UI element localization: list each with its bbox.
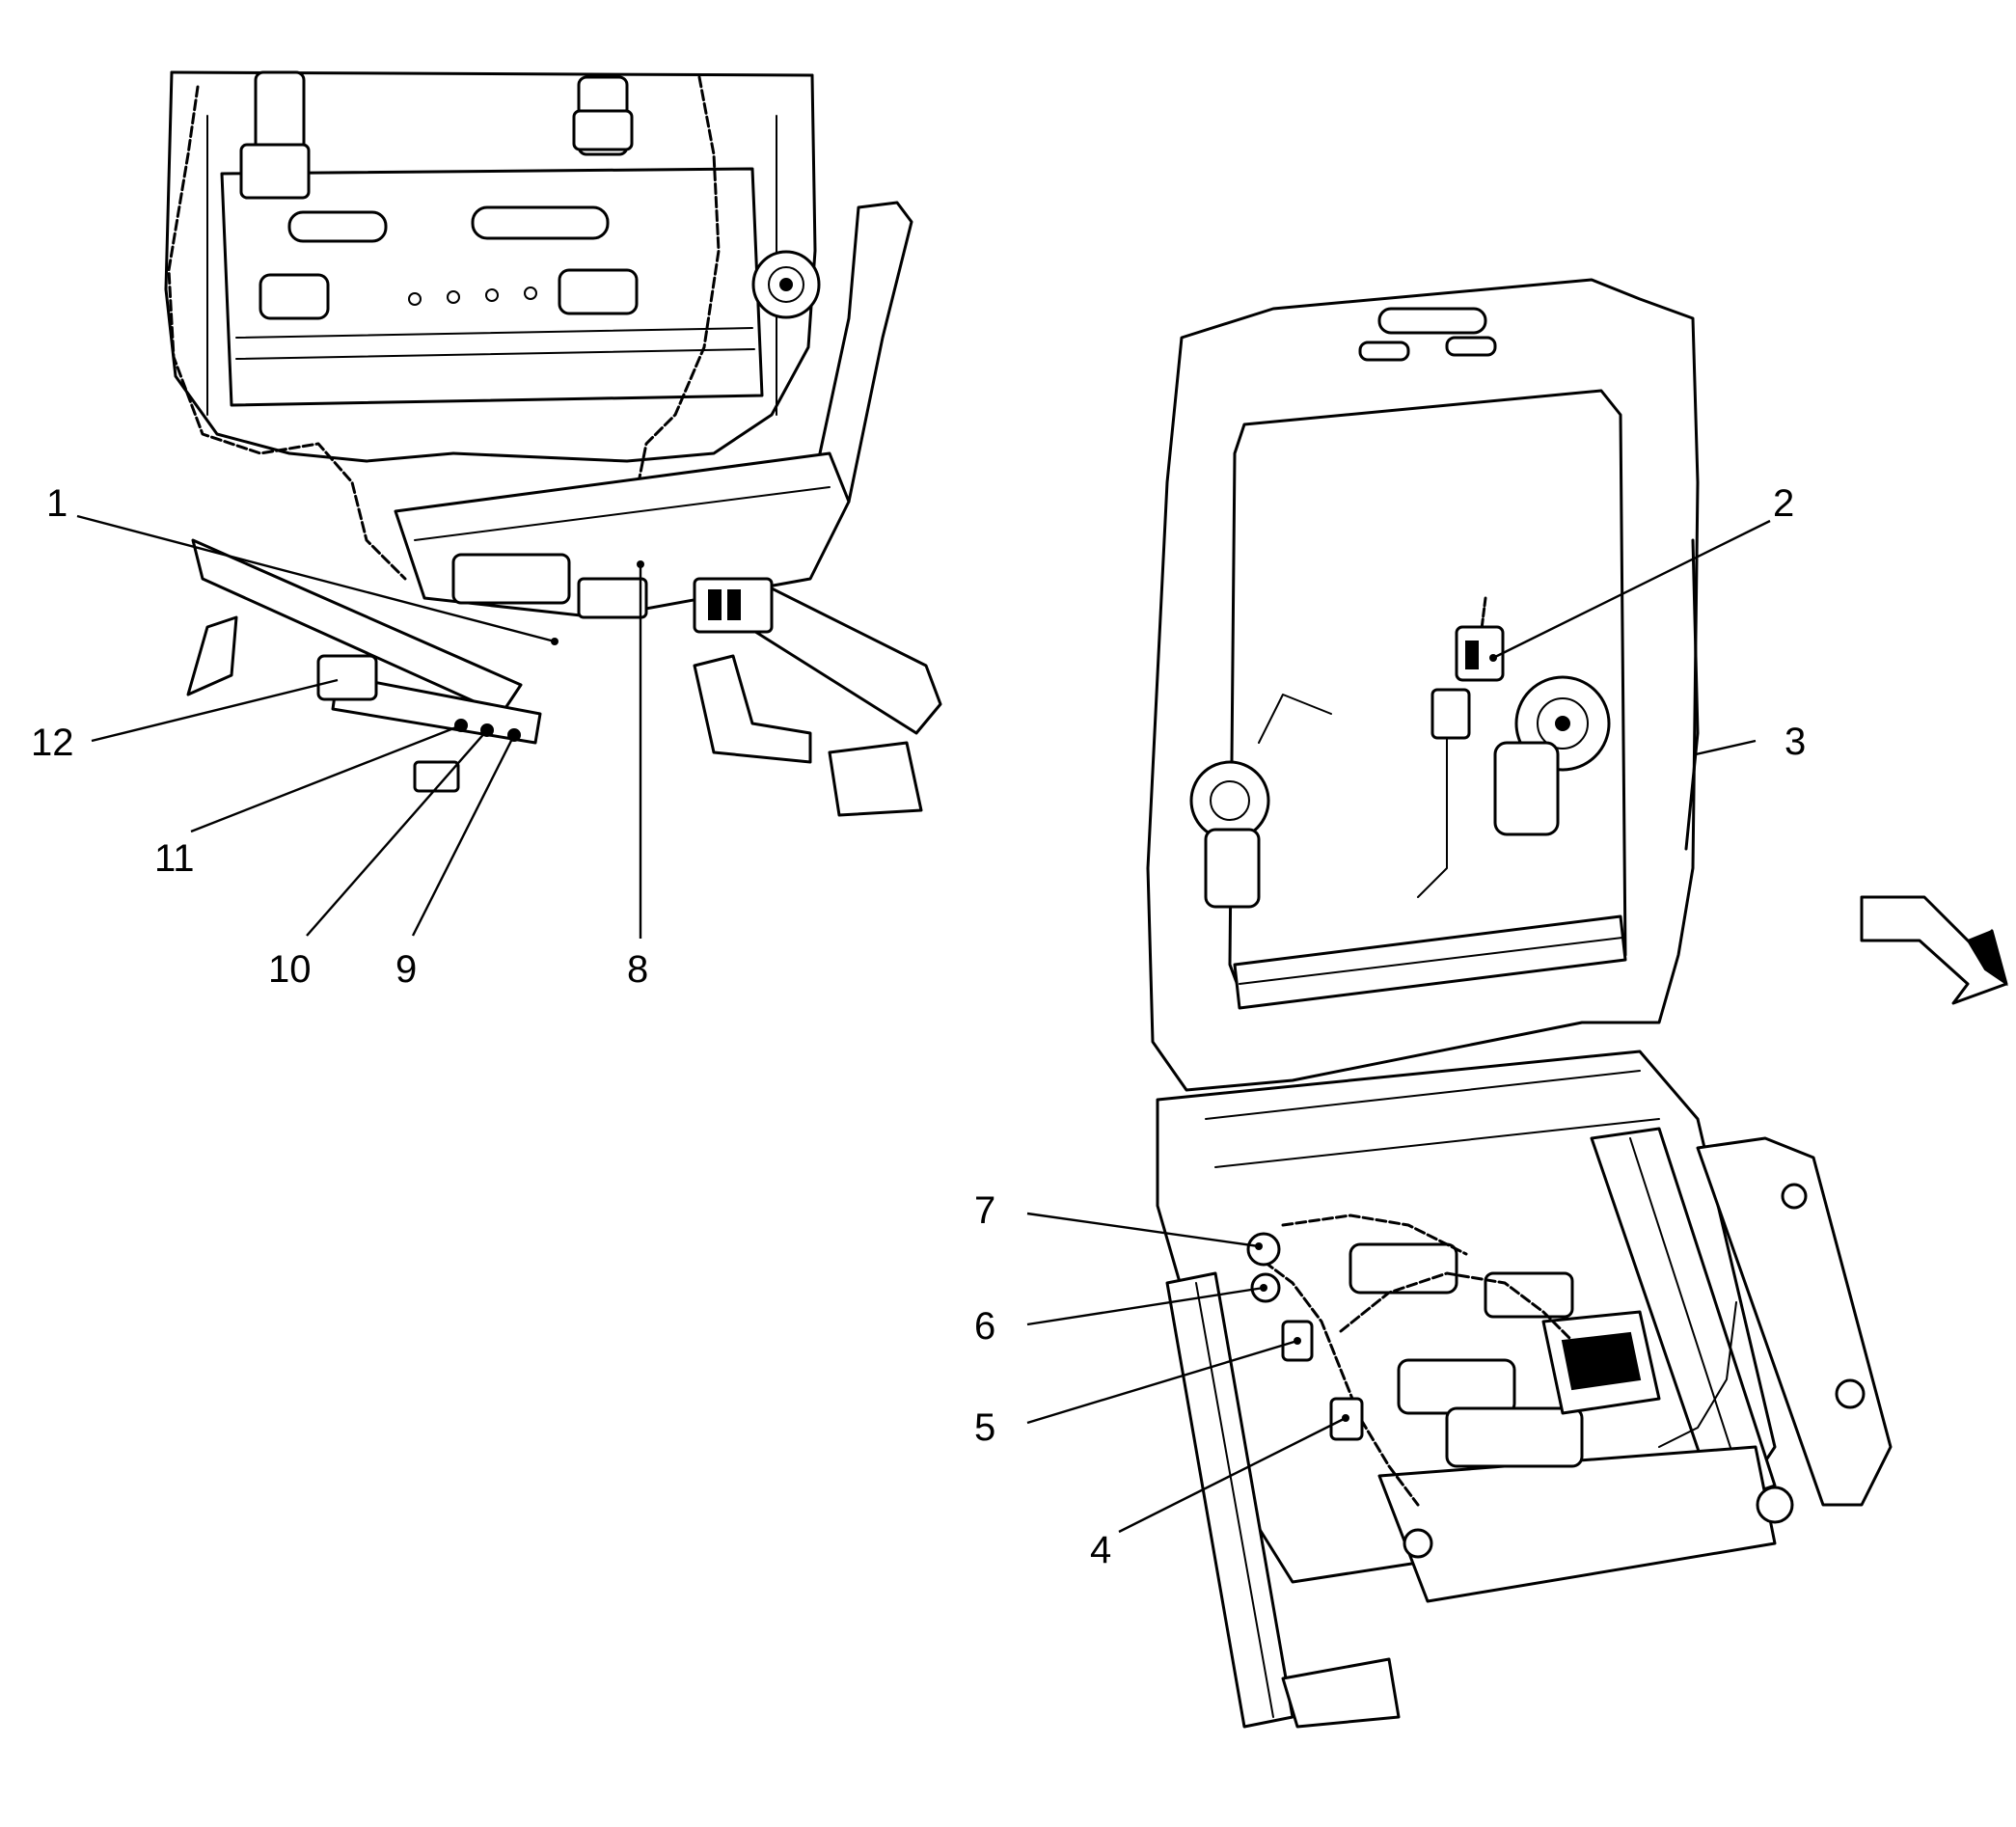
callout-10: 10 (268, 948, 312, 991)
seatback-side-harness (1684, 538, 1700, 851)
lumbar-motor-right (1493, 741, 1560, 836)
leader-2 (1492, 519, 1771, 660)
seat-frame-full-view (1146, 278, 1893, 1729)
leader-12 (91, 678, 339, 743)
callout-leaders (76, 514, 1771, 1534)
leader-6 (1026, 1286, 1265, 1326)
lumbar-motor-gear-left (1189, 760, 1270, 841)
seat-adjuster-motor-2 (1445, 1406, 1584, 1468)
seatback-frame-left (164, 70, 455, 463)
callout-11: 11 (154, 837, 195, 880)
seatback-frame-right (451, 73, 817, 463)
leader-1 (76, 514, 556, 643)
track-foot-rear (828, 741, 923, 817)
seat-rear-bracket (1377, 1445, 1777, 1603)
callout-2: 2 (1773, 482, 1794, 525)
callout-4: 4 (1090, 1529, 1111, 1571)
leader-5 (1026, 1339, 1298, 1425)
leader-11 (190, 723, 462, 833)
seat-adjuster-motor-1 (1397, 1358, 1516, 1415)
seat-adjuster-switch-module (1696, 1136, 1893, 1507)
seat-main-harness (1252, 1252, 1420, 1507)
track-front-foot (1281, 1657, 1401, 1729)
seat-track-rail-left (1165, 1271, 1294, 1729)
leader-7 (1026, 1212, 1260, 1248)
leader-4 (1118, 1416, 1347, 1534)
view-direction-arrow-icon (1860, 895, 2008, 1005)
track-foot-left (186, 615, 238, 696)
adjuster-motor (451, 553, 571, 605)
callout-9: 9 (395, 948, 417, 991)
callout-3: 3 (1784, 721, 1806, 763)
seat-adjuster-motor-3 (1349, 1242, 1458, 1295)
callout-6: 6 (974, 1305, 995, 1348)
seat-underside-detail-view (164, 70, 942, 817)
callout-1: 1 (46, 482, 68, 525)
callout-5: 5 (974, 1406, 995, 1449)
callout-7: 7 (974, 1189, 995, 1232)
leader-9 (411, 734, 516, 937)
callout-8: 8 (627, 948, 648, 991)
harness-connector-7 (1246, 1232, 1281, 1267)
callout-12: 12 (31, 722, 74, 764)
leader-10 (306, 729, 488, 937)
lumbar-harness-connector (1455, 625, 1505, 682)
track-foot-front (693, 654, 812, 764)
leader-3 (1695, 739, 1757, 756)
callout-labels: 1 2 3 4 5 6 7 8 9 10 11 12 (31, 482, 1806, 1571)
seat-track-rail-right (1590, 1127, 1777, 1507)
seatback-lower-crosstube (1233, 914, 1627, 1010)
lumbar-motor-left (1204, 828, 1261, 909)
harness-conduit-left (167, 85, 407, 581)
